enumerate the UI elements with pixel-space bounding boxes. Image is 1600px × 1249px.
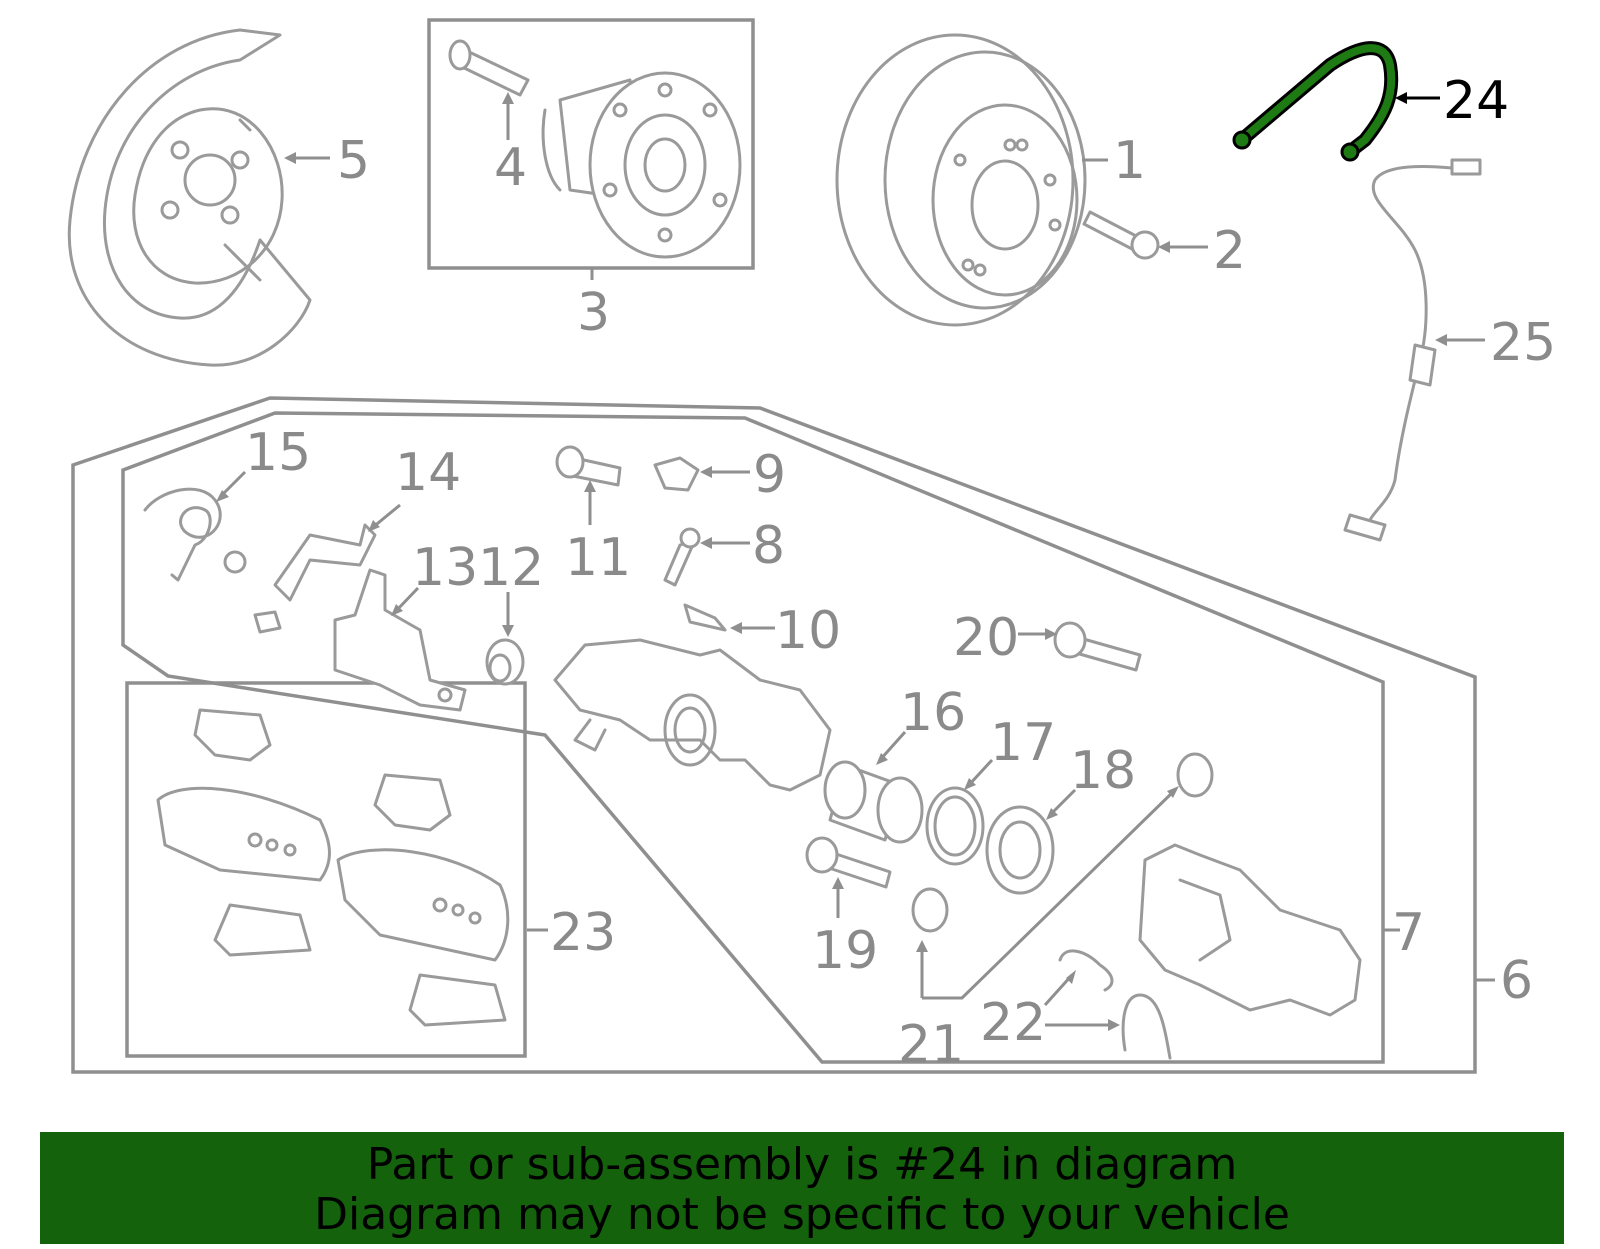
callout-7: 7 [1392, 903, 1425, 963]
caliper-box-7 [121, 411, 1385, 1064]
brake-hose-part-24 [1232, 41, 1399, 162]
callout-12: 12 [478, 538, 544, 598]
callout-5: 5 [337, 131, 370, 191]
guide-bolt-part-20 [1053, 621, 1142, 672]
spring-part [143, 487, 247, 582]
piston-part-16 [823, 760, 924, 844]
banner-line-1: Part or sub-assembly is #24 in diagram [366, 1139, 1238, 1190]
callout-23: 23 [550, 903, 616, 963]
callout-8: 8 [752, 516, 785, 576]
clip-part-9 [653, 456, 700, 492]
callout-9: 9 [753, 445, 786, 505]
callout-14: 14 [395, 443, 461, 503]
rotor-screw-part [1082, 210, 1160, 260]
callout-10: 10 [775, 601, 841, 661]
callout-19: 19 [812, 921, 878, 981]
callout-13: 13 [412, 538, 478, 598]
wheel-hub-part [448, 39, 742, 259]
callout-21: 21 [898, 1015, 964, 1075]
dust-shield-part [67, 28, 312, 367]
anti-rattle-spring-part-22 [1058, 949, 1172, 1060]
info-banner: Part or sub-assembly is #24 in diagram D… [40, 1132, 1564, 1244]
boot-part-12 [485, 638, 525, 686]
cap-part-10 [683, 603, 727, 632]
callout-18: 18 [1070, 741, 1136, 801]
brake-rotor-part [835, 33, 1087, 327]
banner-line-2: Diagram may not be specific to your vehi… [314, 1189, 1290, 1240]
caliper-bracket-part [1138, 843, 1362, 1017]
callout-2: 2 [1213, 221, 1246, 281]
callout-3: 3 [577, 283, 610, 343]
brake-pad-box [125, 681, 527, 1058]
callout-15: 15 [245, 423, 311, 483]
bleeder-screw-part-8 [663, 527, 701, 587]
callout-17: 17 [990, 713, 1056, 773]
caliper-assembly-box-6 [71, 396, 1477, 1074]
brake-pads-part [156, 708, 510, 1027]
callout-1: 1 [1113, 131, 1146, 191]
callout-25: 25 [1490, 313, 1556, 373]
piston-seal-part-17 [925, 786, 985, 866]
abs-sensor-part [1343, 158, 1482, 542]
callout-16: 16 [900, 683, 966, 743]
callout-20: 20 [953, 608, 1019, 668]
bracket-part-14 [253, 523, 377, 634]
caliper-body-part [553, 638, 832, 792]
guide-boot-part-21 [911, 752, 1214, 933]
bolt-part-11 [555, 445, 622, 487]
guide-pin-part-19 [805, 836, 892, 889]
callout-4: 4 [494, 138, 527, 198]
piston-boot-part-18 [985, 805, 1055, 895]
callout-11: 11 [565, 528, 631, 588]
callout-6: 6 [1500, 951, 1533, 1011]
bracket-part-13 [333, 568, 467, 712]
callout-24: 24 [1443, 71, 1509, 131]
callout-22: 22 [980, 993, 1046, 1053]
